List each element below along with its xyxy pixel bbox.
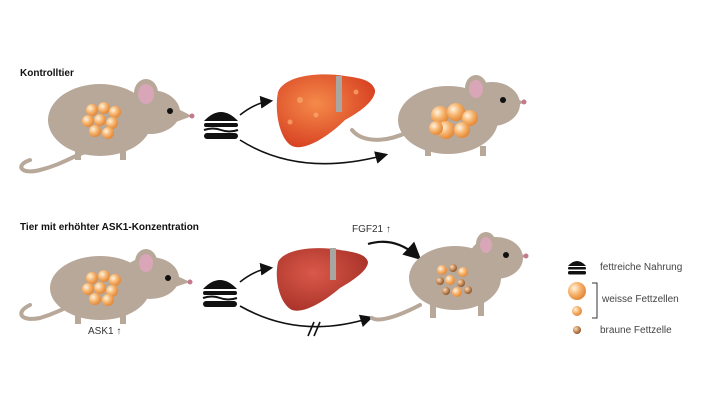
white-fat-cluster	[429, 103, 478, 139]
mixed-fat-cluster	[436, 264, 472, 297]
normal-liver	[276, 248, 368, 311]
legend	[568, 261, 598, 334]
arrow-to-liver	[239, 95, 274, 116]
fatty-liver	[276, 74, 376, 148]
white-fat-cluster	[82, 270, 121, 306]
burger-icon	[202, 280, 238, 307]
control-title: Kontrolltier	[20, 68, 74, 79]
arrow-to-liver	[239, 262, 274, 283]
ask1-mouse-lean	[370, 232, 529, 322]
arrow-fgf21	[367, 240, 422, 260]
burger-icon	[203, 112, 239, 139]
ask1-mouse-start	[19, 249, 193, 324]
brown-fat-cell-icon	[573, 326, 581, 334]
legend-label-white-fat: weisse Fettzellen	[602, 294, 679, 305]
white-fat-cell-small-icon	[572, 306, 582, 316]
ask1-title: Tier mit erhöhter ASK1-Konzentration	[20, 222, 199, 233]
legend-label-burger: fettreiche Nahrung	[600, 262, 683, 273]
blocked-path-mark	[307, 321, 321, 337]
white-fat-cluster	[82, 102, 121, 139]
legend-label-brown-fat: braune Fettzelle	[600, 325, 672, 336]
arrow-to-obese-mouse	[239, 139, 389, 165]
control-mouse-start	[19, 79, 195, 174]
legend-bracket	[592, 282, 598, 319]
arrow-blocked	[239, 305, 374, 328]
legend-burger-icon	[568, 261, 586, 275]
ask1-label: ASK1 ↑	[88, 326, 122, 337]
control-mouse-obese	[350, 75, 527, 156]
fgf21-label: FGF21 ↑	[352, 224, 391, 235]
white-fat-cell-large-icon	[568, 282, 586, 300]
